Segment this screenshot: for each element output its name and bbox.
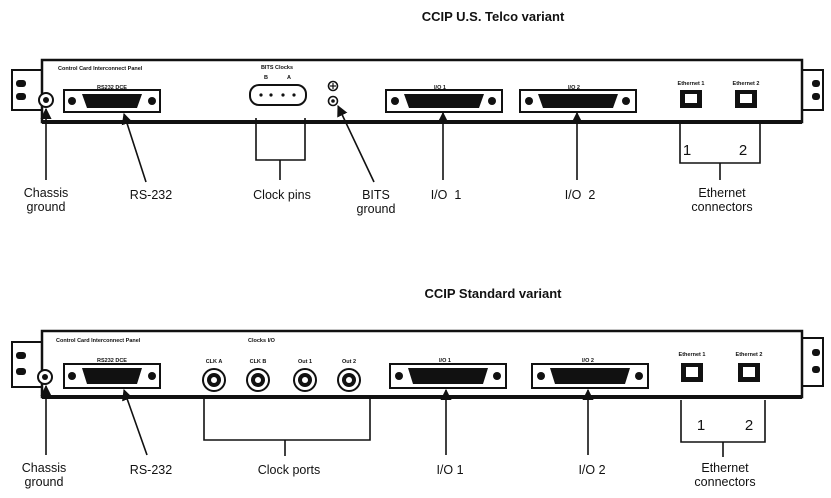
standard-callout-io2: I/O 2 xyxy=(578,463,605,477)
standard-callout-ground: ground xyxy=(25,475,64,489)
standard-ethernet-2-port: Ethernet 2 xyxy=(736,352,763,382)
standard-panel-label: Control Card Interconnect Panel xyxy=(56,338,141,344)
telco-callout-bits: BITS xyxy=(362,188,390,202)
standard-right-rack-ear xyxy=(802,337,824,387)
telco-eth-number-1: 1 xyxy=(683,142,691,159)
telco-bits-pin-a-label: A xyxy=(287,75,291,81)
standard-eth2-label: Ethernet 2 xyxy=(736,352,763,358)
standard-rs232-label: RS232 DCE xyxy=(97,358,127,364)
telco-callout-io1: I/O 1 xyxy=(431,188,462,202)
standard-left-rack-ear xyxy=(11,341,42,388)
telco-io2-label: I/O 2 xyxy=(568,85,580,91)
telco-bits-ground-terminals xyxy=(327,80,339,107)
standard-port-label-out-1: Out 1 xyxy=(298,359,312,365)
standard-eth1-label: Ethernet 1 xyxy=(679,352,706,358)
telco-eth1-label: Ethernet 1 xyxy=(678,81,705,87)
telco-chassis-ground-screw xyxy=(38,92,54,108)
telco-callout-rs232: RS-232 xyxy=(130,188,172,202)
standard-io1-label: I/O 1 xyxy=(439,358,451,364)
telco-io1-connector: I/O 1 xyxy=(385,85,503,113)
standard-io1-connector: I/O 1 xyxy=(389,358,507,389)
standard-port-label-out-2: Out 2 xyxy=(342,359,356,365)
telco-bits-clock-pins: BITS Clocks B A xyxy=(249,65,307,106)
standard-eth-number-2: 2 xyxy=(745,417,753,434)
standard-port-label-clk-a: CLK A xyxy=(206,359,223,365)
standard-title: CCIP Standard variant xyxy=(424,286,562,301)
standard-callout-lines xyxy=(40,384,766,457)
telco-panel-label: Control Card Interconnect Panel xyxy=(58,66,143,72)
telco-ethernet-1-port: Ethernet 1 xyxy=(678,81,705,108)
telco-left-rack-ear xyxy=(11,69,42,111)
standard-callout-io1: I/O 1 xyxy=(436,463,463,477)
standard-clocks-label: Clocks I/O xyxy=(248,338,276,344)
telco-io1-label: I/O 1 xyxy=(434,85,446,91)
standard-callout-rs232: RS-232 xyxy=(130,463,172,477)
standard-section: CCIP Standard variant Control Card Inter… xyxy=(11,286,824,489)
telco-callout-lines xyxy=(40,104,761,183)
telco-title: CCIP U.S. Telco variant xyxy=(422,9,565,24)
standard-port-label-clk-b: CLK B xyxy=(250,359,267,365)
standard-eth-number-1: 1 xyxy=(697,417,705,434)
standard-clock-port-out-1: Out 1 xyxy=(293,359,317,392)
telco-ethernet-2-port: Ethernet 2 xyxy=(733,81,760,108)
telco-eth2-label: Ethernet 2 xyxy=(733,81,760,87)
telco-callout-bits-ground: ground xyxy=(357,202,396,216)
standard-chassis-ground-screw xyxy=(37,369,53,385)
standard-callout-ethernet: Ethernet xyxy=(701,461,749,475)
standard-ethernet-1-port: Ethernet 1 xyxy=(679,352,706,382)
telco-bits-label: BITS Clocks xyxy=(261,65,293,71)
telco-callout-connectors: connectors xyxy=(691,200,752,214)
telco-eth-number-2: 2 xyxy=(739,142,747,159)
telco-io2-connector: I/O 2 xyxy=(519,85,637,113)
telco-callout-ground: ground xyxy=(27,200,66,214)
standard-clock-port-out-2: Out 2 xyxy=(337,359,361,392)
standard-callout-connectors: connectors xyxy=(694,475,755,489)
telco-right-rack-ear xyxy=(802,69,824,111)
telco-callout-chassis: Chassis xyxy=(24,186,68,200)
standard-io2-label: I/O 2 xyxy=(582,358,594,364)
telco-bits-pin-b-label: B xyxy=(264,75,268,81)
telco-section: CCIP U.S. Telco variant Control Card Int… xyxy=(11,9,824,216)
telco-callout-ethernet: Ethernet xyxy=(698,186,746,200)
telco-rs232-label: RS232 DCE xyxy=(97,85,127,91)
standard-rs232-connector: RS232 DCE xyxy=(63,358,161,389)
standard-callout-clock-ports: Clock ports xyxy=(258,463,321,477)
telco-rs232-connector: RS232 DCE xyxy=(63,85,161,113)
standard-io2-connector: I/O 2 xyxy=(531,358,649,389)
telco-callout-clock-pins: Clock pins xyxy=(253,188,311,202)
standard-clock-port-clk-b: CLK B xyxy=(246,359,270,392)
standard-callout-chassis: Chassis xyxy=(22,461,66,475)
telco-callout-io2: I/O 2 xyxy=(565,188,596,202)
standard-clock-port-clk-a: CLK A xyxy=(202,359,226,392)
